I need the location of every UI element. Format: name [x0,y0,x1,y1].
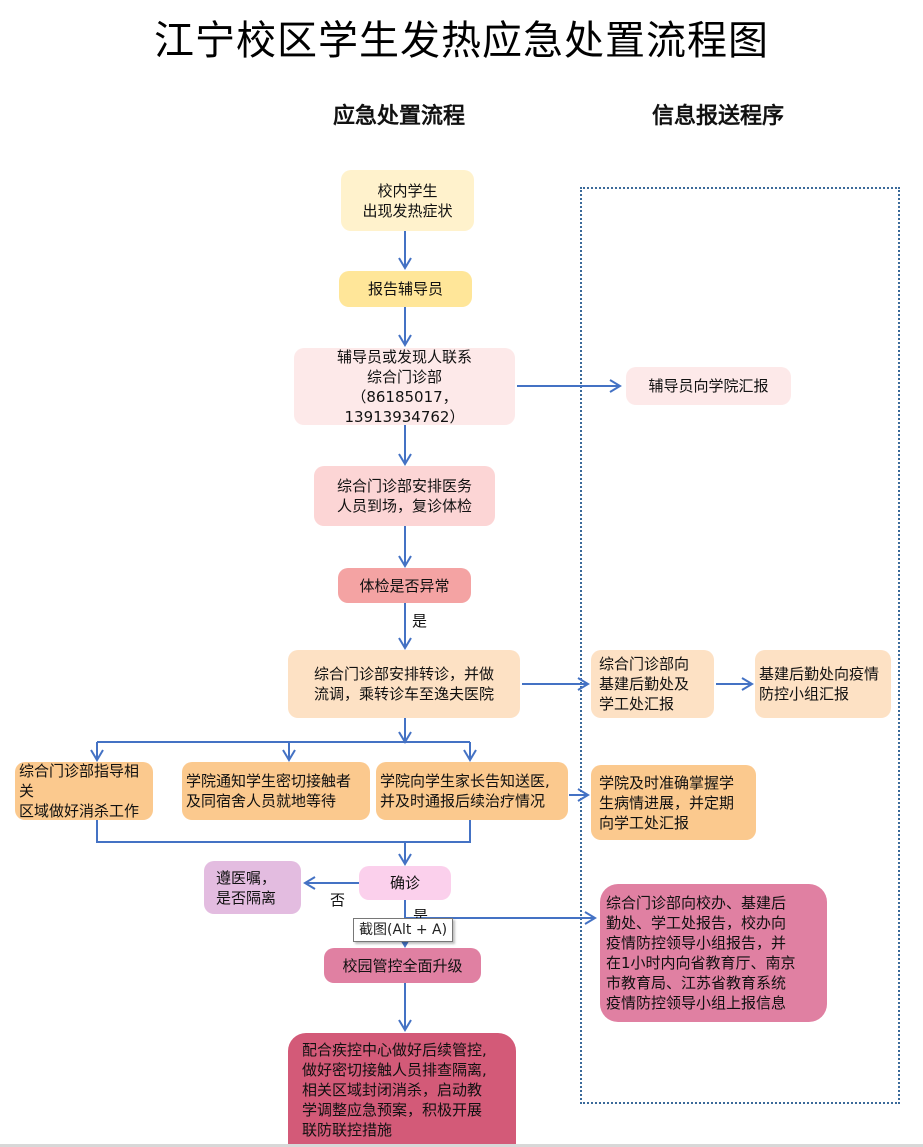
screenshot-tooltip: 截图(Alt + A) [353,918,454,942]
report-college-track-progress: 学院及时准确掌握学 生病情进展，并定期 向学工处汇报 [591,765,756,840]
node-transfer-hospital: 综合门诊部安排转诊，并做 流调，乘转诊车至逸夫医院 [288,650,520,718]
node-close-contacts-wait: 学院通知学生密切接触者 及同宿舍人员就地等待 [182,762,370,820]
line-merge-bar [96,820,471,843]
label-yes-abnormal: 是 [412,612,428,630]
node-exam-abnormal: 体检是否异常 [338,568,471,603]
reporting-region-border [580,187,900,1104]
report-clinic-to-authorities: 综合门诊部向校办、基建后 勤处、学工处报告，校办向 疫情防控领导小组报告，并 在… [600,884,827,1022]
column-heading-emergency: 应急处置流程 [333,103,466,129]
node-notify-parents: 学院向学生家长告知送医, 并及时通报后续治疗情况 [376,762,568,820]
report-logistics-to-group: 基建后勤处向疫情 防控小组汇报 [755,650,891,718]
node-fever-symptom: 校内学生 出现发热症状 [341,170,474,231]
report-clinic-to-logistics: 综合门诊部向 基建后勤处及 学工处汇报 [591,650,714,718]
report-counselor-to-college: 辅导员向学院汇报 [626,367,791,405]
node-campus-control-upgrade: 校园管控全面升级 [324,948,481,983]
bottom-edge [0,1144,923,1147]
node-contact-clinic: 辅导员或发现人联系 综合门诊部 （86185017，13913934762） [294,348,515,426]
node-report-counselor: 报告辅导员 [339,271,472,307]
page-title: 江宁校区学生发热应急处置流程图 [154,18,769,64]
column-heading-reporting: 信息报送程序 [652,103,785,129]
node-disinfection: 综合门诊部指导相关 区域做好消杀工作 [15,762,153,820]
node-confirmed: 确诊 [359,866,451,900]
node-follow-doctor: 遵医嘱， 是否隔离 [204,861,301,914]
node-clinic-recheck: 综合门诊部安排医务 人员到场，复诊体检 [314,466,495,526]
node-cdc-follow-up: 配合疾控中心做好后续管控, 做好密切接触人员排查隔离, 相关区域封闭消杀，启动教… [288,1033,516,1147]
label-no: 否 [330,891,346,909]
